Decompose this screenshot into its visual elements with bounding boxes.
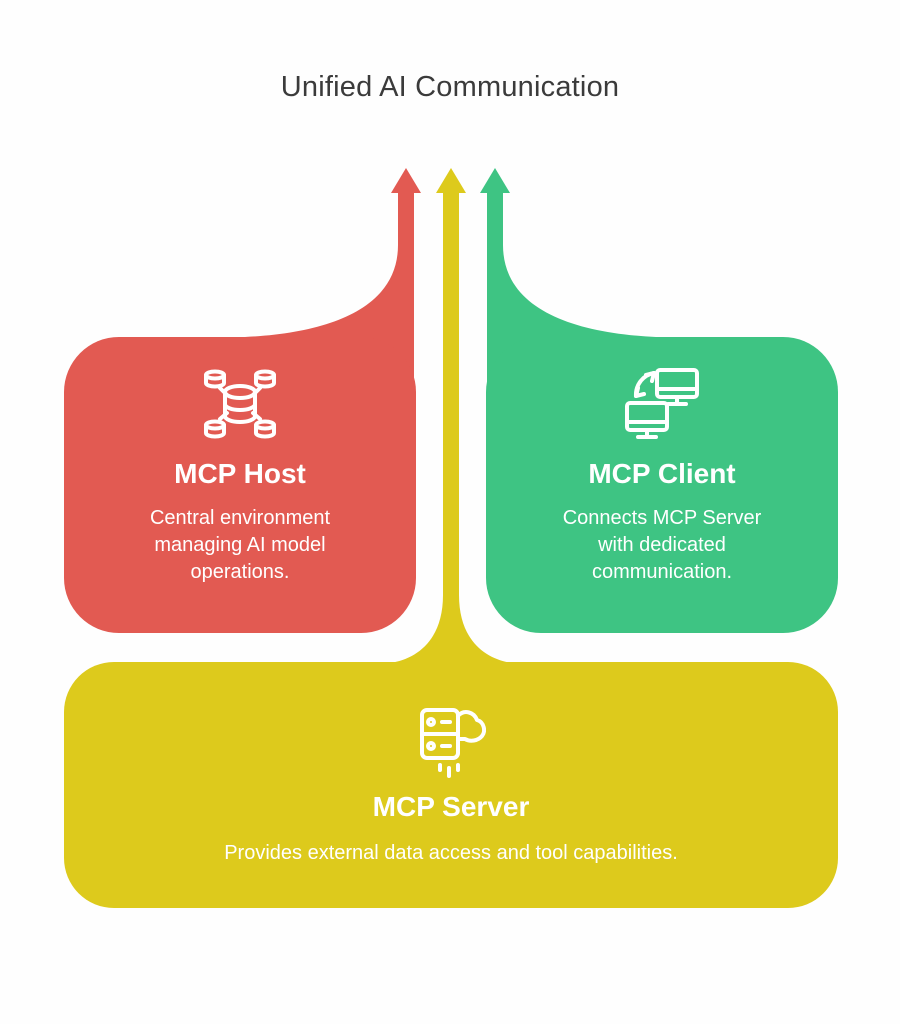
mcp-client-card: MCP Client Connects MCP Server with dedi… (486, 337, 838, 633)
body-line: Connects MCP Server (562, 507, 762, 529)
card-body-client: Connects MCP Server with dedicated commu… (563, 505, 762, 586)
body-line: with dedicated (598, 534, 726, 556)
page-title: Unified AI Communication (280, 71, 620, 103)
server-card-shape (64, 662, 838, 908)
mcp-host-card: MCP Host Central environment managing AI… (64, 337, 416, 633)
database-cluster-icon (202, 365, 278, 443)
synced-computers-icon (623, 365, 701, 443)
body-line: communication. (591, 561, 733, 583)
card-body-host: Central environment managing AI model op… (150, 505, 330, 586)
cloud-server-icon (416, 700, 486, 782)
card-title-host: MCP Host (174, 458, 306, 489)
card-title-server: MCP Server (372, 791, 530, 822)
client-card-shape (486, 337, 838, 633)
host-card-shape (64, 337, 416, 633)
mcp-server-card: MCP Server Provides external data access… (64, 662, 838, 908)
body-line: managing AI model (154, 534, 326, 556)
body-line: Provides external data access and tool c… (224, 842, 678, 864)
body-line: operations. (190, 561, 290, 583)
server-arrow (390, 168, 512, 700)
card-body-server: Provides external data access and tool c… (224, 840, 678, 867)
body-line: Central environment (149, 507, 331, 529)
card-title-client: MCP Client (588, 458, 736, 489)
